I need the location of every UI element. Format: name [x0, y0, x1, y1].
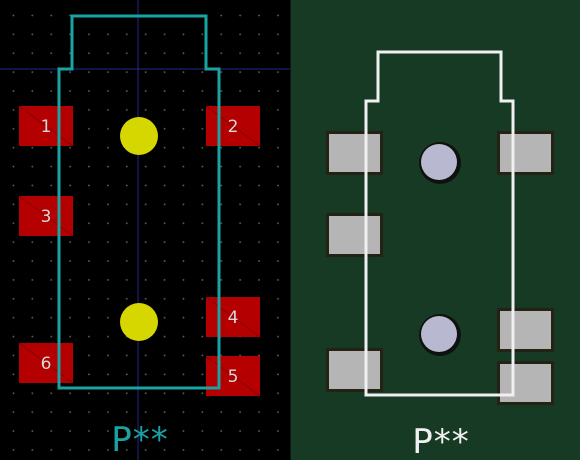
- pad-1[interactable]: 1: [18, 105, 74, 147]
- footprint-editor-view[interactable]: 1 2 3 4 5 6: [0, 0, 290, 460]
- render-hole-bottom: [419, 314, 461, 356]
- reference-designator: P**: [111, 420, 169, 460]
- render-pad-4: [497, 308, 554, 352]
- pad-6[interactable]: 6: [18, 342, 74, 384]
- 3d-render-view[interactable]: P**: [291, 0, 580, 460]
- pad-5[interactable]: 5: [205, 355, 261, 397]
- render-pad-3: [326, 213, 383, 257]
- pad-label: 1: [41, 117, 52, 137]
- mounting-hole-bottom[interactable]: [120, 303, 158, 341]
- pad-label: 4: [228, 308, 239, 328]
- render-reference-designator: P**: [412, 422, 470, 460]
- mounting-hole-top[interactable]: [120, 117, 158, 155]
- render-pad-2: [497, 131, 554, 175]
- render-canvas[interactable]: P**: [291, 0, 580, 460]
- silkscreen-outline: [364, 50, 515, 397]
- render-pad-6: [326, 348, 383, 392]
- pad-4[interactable]: 4: [205, 296, 261, 338]
- pad-label: 6: [41, 354, 52, 374]
- footprint-canvas[interactable]: 1 2 3 4 5 6: [0, 0, 290, 460]
- pad-label: 5: [228, 367, 239, 387]
- render-pad-1: [326, 131, 383, 175]
- pad-2[interactable]: 2: [205, 105, 261, 147]
- pad-3[interactable]: 3: [18, 195, 74, 237]
- render-hole-top: [419, 142, 461, 184]
- render-pad-5: [497, 361, 554, 405]
- pad-label: 2: [228, 117, 239, 137]
- pad-label: 3: [41, 207, 52, 227]
- view-divider: [290, 0, 291, 460]
- courtyard-outline-overlay: [57, 67, 221, 390]
